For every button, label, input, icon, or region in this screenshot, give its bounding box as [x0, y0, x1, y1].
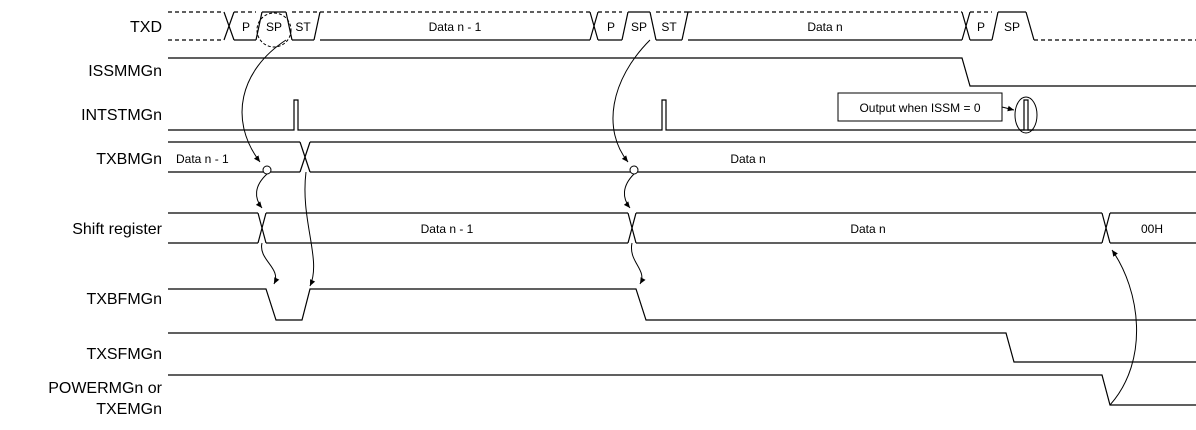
label-power-line1: POWERMGn or: [48, 380, 162, 397]
txd-field-st2: ST: [661, 20, 677, 34]
txd-field-p2: P: [607, 20, 615, 34]
txd-field-p3: P: [977, 20, 985, 34]
sp-highlight-circle: [256, 12, 292, 48]
txsfm-waveform: [168, 332, 1196, 363]
txd-field-data2: Data n: [807, 20, 842, 34]
txd-field-p1: P: [242, 20, 250, 34]
txbfm-waveform: [168, 288, 1196, 321]
label-txd: TXD: [130, 19, 162, 36]
pulse-highlight-circle: [1014, 96, 1038, 134]
txd-waveform: [168, 11, 1196, 48]
label-shift-register: Shift register: [72, 221, 162, 238]
txbm-value-2: Data n: [730, 152, 765, 166]
txbm-waveform: [168, 141, 1196, 173]
label-intstm: INTSTMGn: [81, 107, 162, 124]
txbm-value-1: Data n - 1: [176, 152, 229, 166]
power-waveform: [168, 374, 1196, 406]
txd-field-sp1: SP: [266, 20, 282, 34]
txd-field-st1: ST: [295, 20, 311, 34]
shift-value-3: 00H: [1141, 222, 1163, 236]
label-txbm: TXBMGn: [96, 151, 162, 168]
causal-arrows: [241, 39, 1137, 406]
annotation-box: [837, 92, 1003, 122]
label-txbfm: TXBFMGn: [86, 291, 162, 308]
txd-field-sp2: SP: [631, 20, 647, 34]
label-power-line2: TXEMGn: [96, 401, 162, 418]
annotation-arrow: [1001, 105, 1015, 112]
intstm-waveform: [168, 96, 1196, 134]
shift-register-waveform: [168, 212, 1196, 244]
txd-field-sp3: SP: [1004, 20, 1020, 34]
shift-value-1: Data n - 1: [421, 222, 474, 236]
txd-field-data1: Data n - 1: [429, 20, 482, 34]
issmm-waveform: [168, 57, 1196, 87]
label-issmm: ISSMMGn: [88, 63, 162, 80]
annotation-text: Output when ISSM = 0: [859, 101, 980, 115]
label-txsfm: TXSFMGn: [86, 346, 162, 363]
shift-value-2: Data n: [850, 222, 885, 236]
